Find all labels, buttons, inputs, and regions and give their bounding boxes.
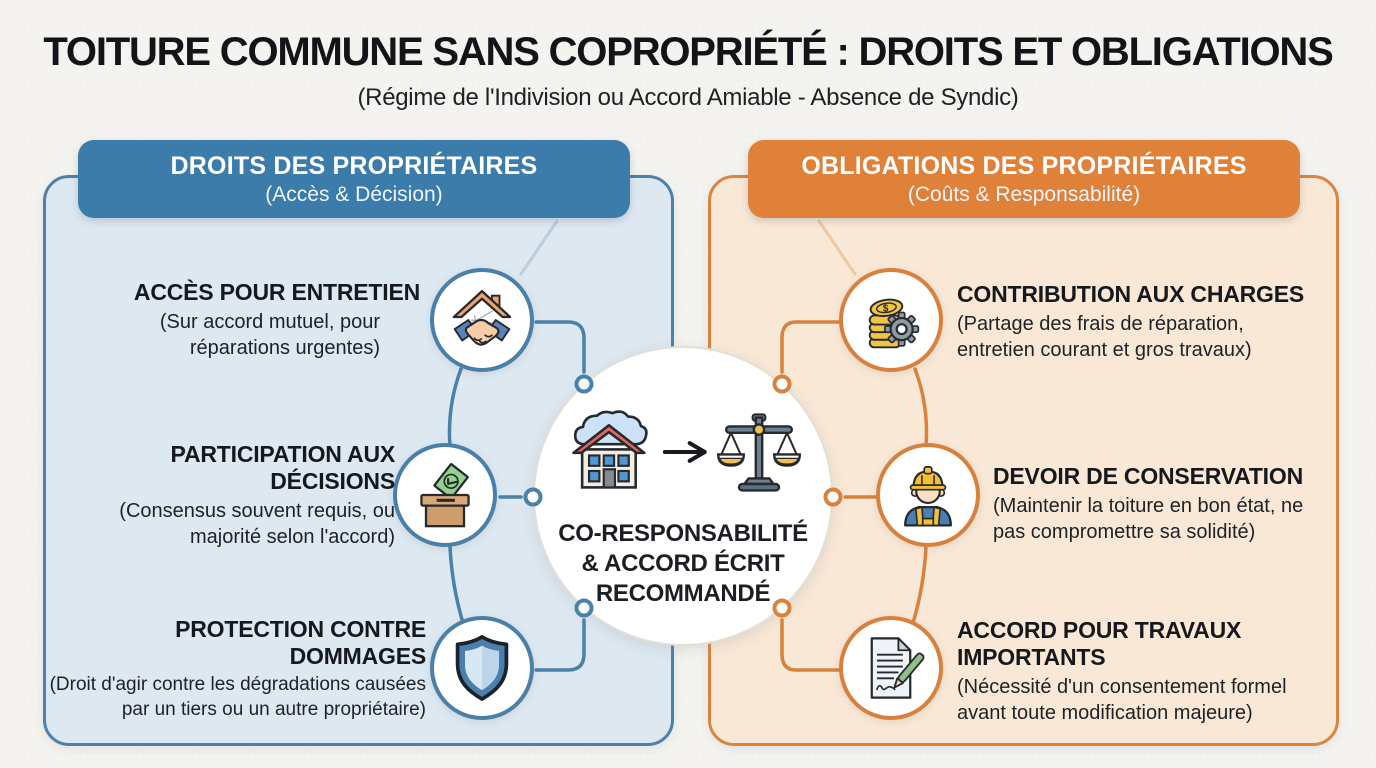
item-description: (Consensus souvent requis, ou majorité s… bbox=[119, 500, 395, 549]
center-icons bbox=[564, 402, 803, 507]
item-title: DEVOIR DE CONSERVATION bbox=[993, 463, 1303, 489]
item-description: (Nécessité d'un consentement formel avan… bbox=[957, 676, 1287, 725]
center-label-line2: & ACCORD ÉCRIT bbox=[581, 549, 785, 577]
arrow-icon bbox=[662, 439, 711, 470]
rights-item-access: ACCÈS POUR ENTRETIEN (Sur accord mutuel,… bbox=[80, 279, 420, 361]
item-description: (Partage des frais de réparation, entret… bbox=[957, 313, 1252, 362]
scales-icon bbox=[715, 402, 803, 507]
house-cloud-icon bbox=[564, 402, 659, 507]
center-label-line3: RECOMMANDÉ bbox=[595, 579, 771, 607]
item-description: (Sur accord mutuel, pour réparations urg… bbox=[159, 311, 380, 360]
construction-worker-icon bbox=[876, 443, 980, 547]
center-summary-circle: CO-RESPONSABILITÉ & ACCORD ÉCRIT RECOMMA… bbox=[533, 346, 833, 646]
page-subtitle: (Régime de l'Indivision ou Accord Amiabl… bbox=[357, 84, 1019, 111]
handshake-roof-icon bbox=[430, 268, 534, 372]
item-title: PARTICIPATION AUX DÉCISIONS bbox=[170, 441, 396, 495]
obligations-header-subtitle: (Coûts & Responsabilité) bbox=[907, 182, 1141, 206]
item-title: PROTECTION CONTRE DOMMAGES bbox=[175, 616, 426, 670]
signed-document-icon bbox=[839, 616, 943, 720]
item-description: (Maintenir la toiture en bon état, ne pa… bbox=[993, 495, 1304, 544]
item-title: ACCÈS POUR ENTRETIEN bbox=[133, 279, 420, 305]
rights-item-protection: PROTECTION CONTRE DOMMAGES (Droit d'agir… bbox=[22, 616, 427, 723]
obligations-item-conservation: DEVOIR DE CONSERVATION (Maintenir la toi… bbox=[993, 463, 1338, 545]
item-title: CONTRIBUTION AUX CHARGES bbox=[957, 281, 1305, 307]
rights-header: DROITS DES PROPRIÉTAIRES (Accès & Décisi… bbox=[78, 140, 630, 218]
obligations-header: OBLIGATIONS DES PROPRIÉTAIRES (Coûts & R… bbox=[748, 140, 1300, 218]
item-title: ACCORD POUR TRAVAUX IMPORTANTS bbox=[957, 617, 1242, 671]
rights-item-decisions: PARTICIPATION AUX DÉCISIONS (Consensus s… bbox=[85, 441, 395, 550]
obligations-item-accord: ACCORD POUR TRAVAUX IMPORTANTS (Nécessit… bbox=[957, 617, 1325, 726]
coins-gear-icon: $ bbox=[839, 268, 943, 372]
shield-icon bbox=[430, 616, 534, 720]
page-title: TOITURE COMMUNE SANS COPROPRIÉTÉ : DROIT… bbox=[43, 30, 1333, 74]
center-label: CO-RESPONSABILITÉ & ACCORD ÉCRIT RECOMMA… bbox=[558, 519, 808, 608]
ballot-box-icon bbox=[393, 443, 497, 547]
item-description: (Droit d'agir contre les dégradations ca… bbox=[49, 674, 426, 720]
center-label-line1: CO-RESPONSABILITÉ bbox=[558, 520, 808, 547]
rights-header-subtitle: (Accès & Décision) bbox=[265, 182, 443, 206]
obligations-header-title: OBLIGATIONS DES PROPRIÉTAIRES bbox=[801, 151, 1247, 180]
obligations-item-charges: CONTRIBUTION AUX CHARGES (Partage des fr… bbox=[957, 281, 1309, 363]
rights-header-title: DROITS DES PROPRIÉTAIRES bbox=[170, 151, 538, 180]
svg-text:$: $ bbox=[883, 304, 889, 315]
